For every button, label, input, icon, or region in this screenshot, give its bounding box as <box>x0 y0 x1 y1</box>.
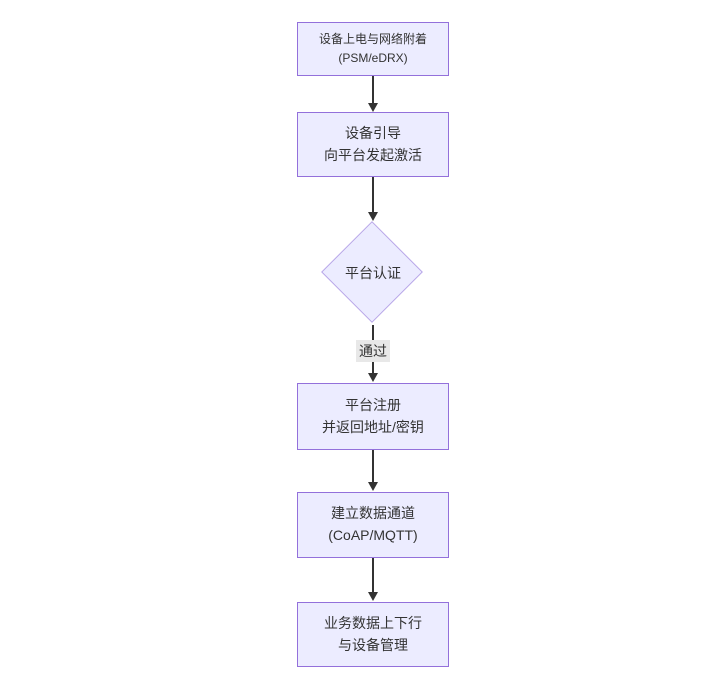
edge-label-pass: 通过 <box>356 340 390 362</box>
flow-node-device-bootstrap: 设备引导 向平台发起激活 <box>297 112 449 177</box>
node-line: 平台注册 <box>345 396 401 413</box>
flow-node-business-data: 业务数据上下行 与设备管理 <box>297 602 449 667</box>
node-line: (PSM/eDRX) <box>338 51 408 65</box>
edge-line-n5-n6 <box>372 558 374 593</box>
node-line: 建立数据通道 <box>331 505 415 522</box>
node-line: (CoAP/MQTT) <box>328 527 418 543</box>
arrowhead-down-icon <box>367 373 378 382</box>
edge-line-n4-n5 <box>372 450 374 483</box>
flow-node-platform-register: 平台注册 并返回地址/密钥 <box>297 383 449 450</box>
edge-line-n1-n2 <box>372 76 374 104</box>
decision-node-platform-auth: 平台认证 <box>321 221 425 325</box>
arrowhead-down-icon <box>367 212 378 221</box>
flow-node-power-network-attach: 设备上电与网络附着 (PSM/eDRX) <box>297 22 449 76</box>
flow-node-data-channel: 建立数据通道 (CoAP/MQTT) <box>297 492 449 558</box>
arrowhead-down-icon <box>367 592 378 601</box>
node-line: 设备上电与网络附着 <box>318 32 427 47</box>
node-line: 与设备管理 <box>338 636 408 653</box>
node-line: 业务数据上下行 <box>324 614 422 631</box>
edge-line-n2-n3 <box>372 177 374 213</box>
decision-label: 平台认证 <box>345 265 401 281</box>
arrowhead-down-icon <box>367 482 378 491</box>
node-line: 并返回地址/密钥 <box>322 418 424 435</box>
node-line: 向平台发起激活 <box>324 146 422 163</box>
arrowhead-down-icon <box>367 103 378 112</box>
node-line: 设备引导 <box>345 124 401 141</box>
